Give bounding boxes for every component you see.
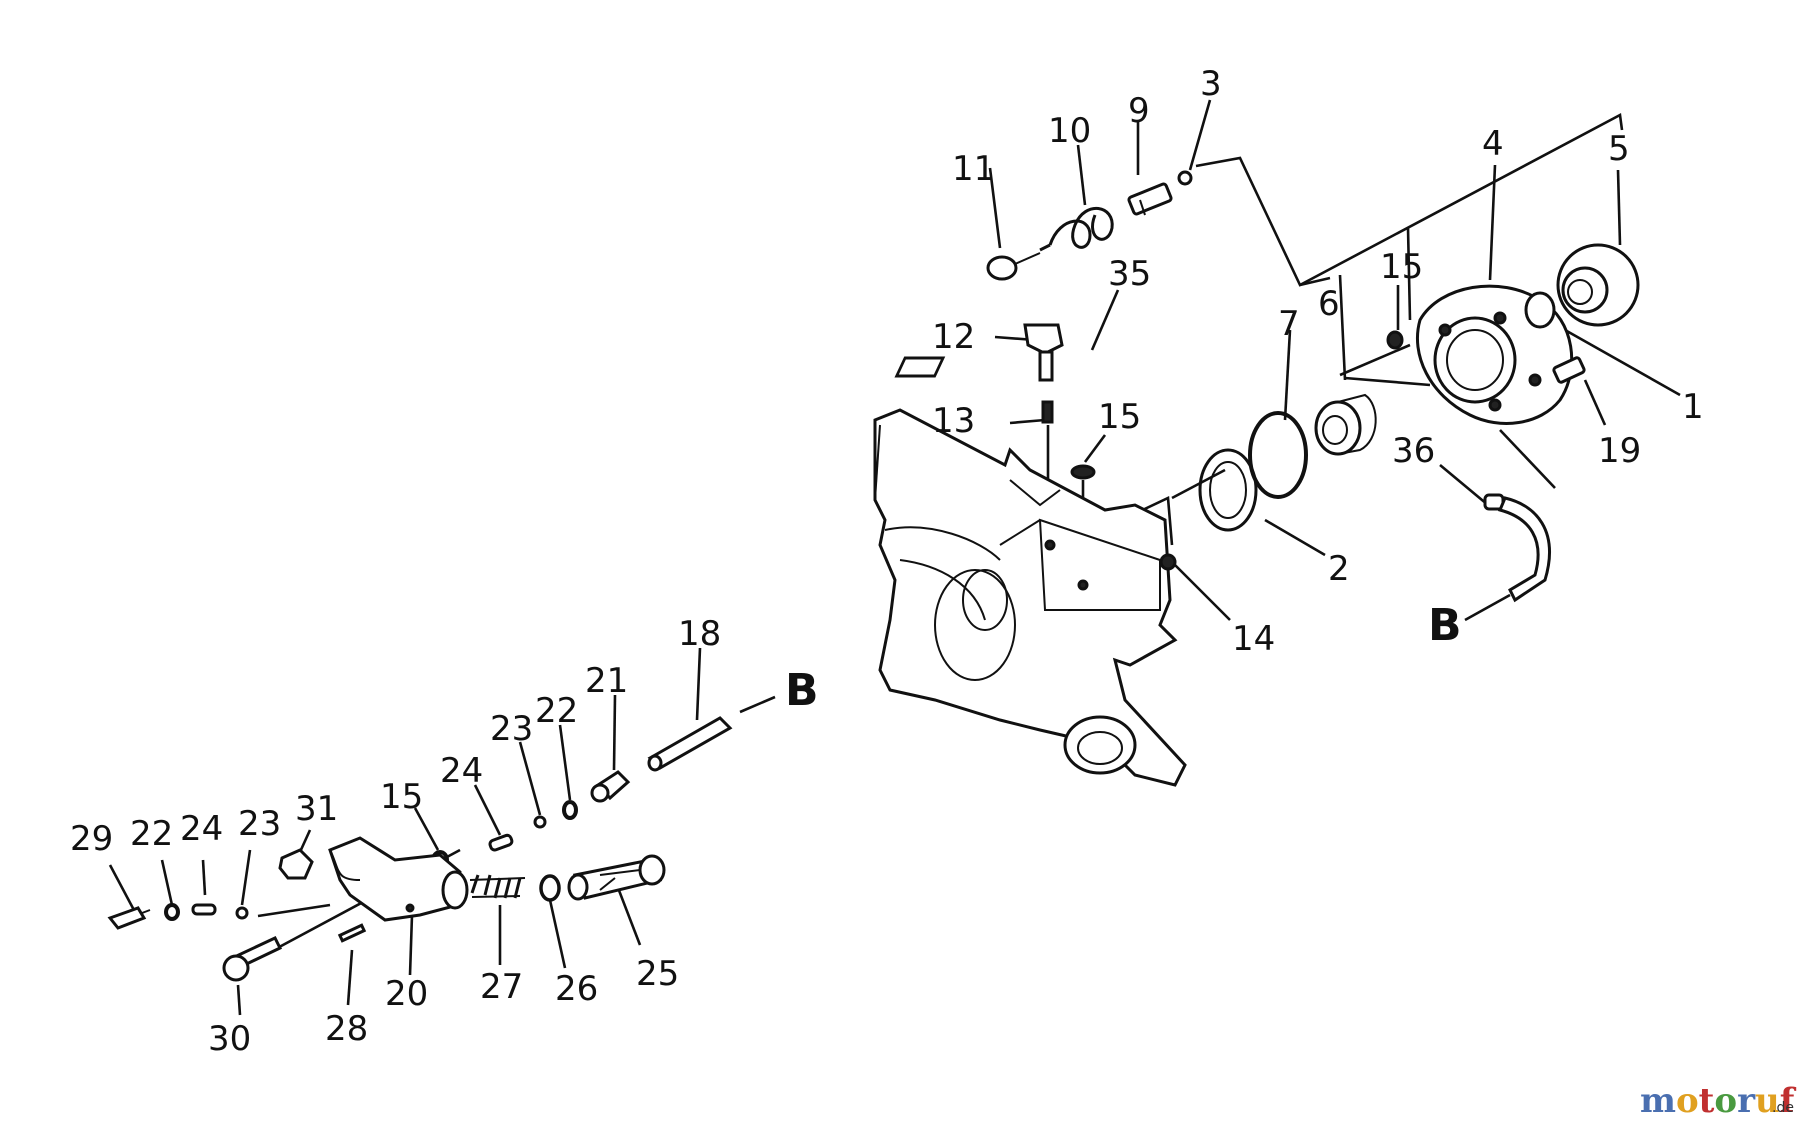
leader-lines (108, 99, 1681, 1016)
o-ring-7 (1248, 411, 1308, 499)
label-15-pump: 15 (1380, 247, 1423, 287)
label-23-left: 23 (238, 804, 281, 844)
pump-cover (1556, 243, 1640, 327)
label-12: 12 (932, 317, 975, 357)
screw-30 (222, 936, 283, 982)
label-15-center: 15 (1098, 397, 1141, 437)
fitting-9 (1127, 182, 1173, 216)
label-20: 20 (385, 974, 428, 1014)
ring-23-left (235, 906, 249, 920)
watermark-text: motoruf (1640, 1081, 1797, 1121)
bearing-6 (1314, 393, 1377, 456)
label-22-right: 22 (535, 691, 578, 731)
spring-24-left (191, 903, 217, 916)
spring-10 (1039, 206, 1114, 252)
oil-hose (1497, 496, 1551, 603)
watermark-tld: .de (1772, 1100, 1794, 1116)
bolt-19 (1552, 356, 1586, 384)
ring-22-right (562, 800, 578, 820)
plunger-25 (567, 854, 666, 901)
label-18: 18 (678, 614, 721, 654)
spring-24-right (488, 833, 514, 852)
label-9: 9 (1128, 91, 1150, 131)
label-29: 29 (70, 819, 113, 859)
label-15-left: 15 (380, 777, 423, 817)
label-b-left: B (785, 665, 819, 716)
label-25: 25 (636, 954, 679, 994)
screw-29 (107, 906, 151, 930)
label-26: 26 (555, 969, 598, 1009)
label-23-right: 23 (490, 709, 533, 749)
washer-15-center (1070, 464, 1096, 480)
label-21: 21 (585, 661, 628, 701)
nipple-21 (590, 770, 631, 803)
label-19: 19 (1598, 431, 1641, 471)
label-35: 35 (1108, 254, 1151, 294)
label-11: 11 (952, 149, 995, 189)
label-6: 6 (1318, 284, 1340, 324)
pin-28 (337, 923, 367, 943)
label-24-left: 24 (180, 809, 223, 849)
watermark-logo: motoruf .de (1640, 1081, 1797, 1121)
label-30: 30 (208, 1019, 251, 1059)
washer-1 (1524, 291, 1556, 329)
label-31: 31 (295, 789, 338, 829)
label-5: 5 (1608, 129, 1630, 169)
ring-22-left (164, 903, 180, 921)
washer-15-pump (1386, 330, 1404, 350)
cap-31 (278, 848, 314, 880)
label-4: 4 (1482, 124, 1504, 164)
ball-14 (1159, 553, 1177, 571)
ring-23-right (533, 815, 547, 829)
spring-27 (469, 874, 526, 899)
pin-13 (1041, 400, 1054, 424)
part-number-labels: 1 2 3 4 5 6 7 9 10 11 12 13 14 15 15 15 … (70, 64, 1704, 1059)
label-13: 13 (932, 401, 975, 441)
screw-11 (986, 252, 1041, 281)
ring-3 (1177, 170, 1193, 186)
rod-18 (647, 716, 733, 772)
label-36: 36 (1392, 431, 1435, 471)
label-b-right: B (1428, 600, 1462, 651)
label-14: 14 (1232, 619, 1275, 659)
pin-12 (1023, 323, 1064, 382)
label-3: 3 (1200, 64, 1222, 104)
seal-2 (1198, 448, 1258, 532)
crankcase-housing (873, 408, 1187, 787)
label-27: 27 (480, 967, 523, 1007)
o-ring-26 (539, 874, 561, 902)
label-2: 2 (1328, 549, 1350, 589)
label-24-right: 24 (440, 751, 483, 791)
label-28: 28 (325, 1009, 368, 1049)
label-1: 1 (1682, 387, 1704, 427)
label-22-left: 22 (130, 814, 173, 854)
gasket-35 (894, 356, 946, 378)
valve-body-20 (328, 836, 469, 922)
label-7: 7 (1278, 304, 1300, 344)
label-10: 10 (1048, 111, 1091, 151)
